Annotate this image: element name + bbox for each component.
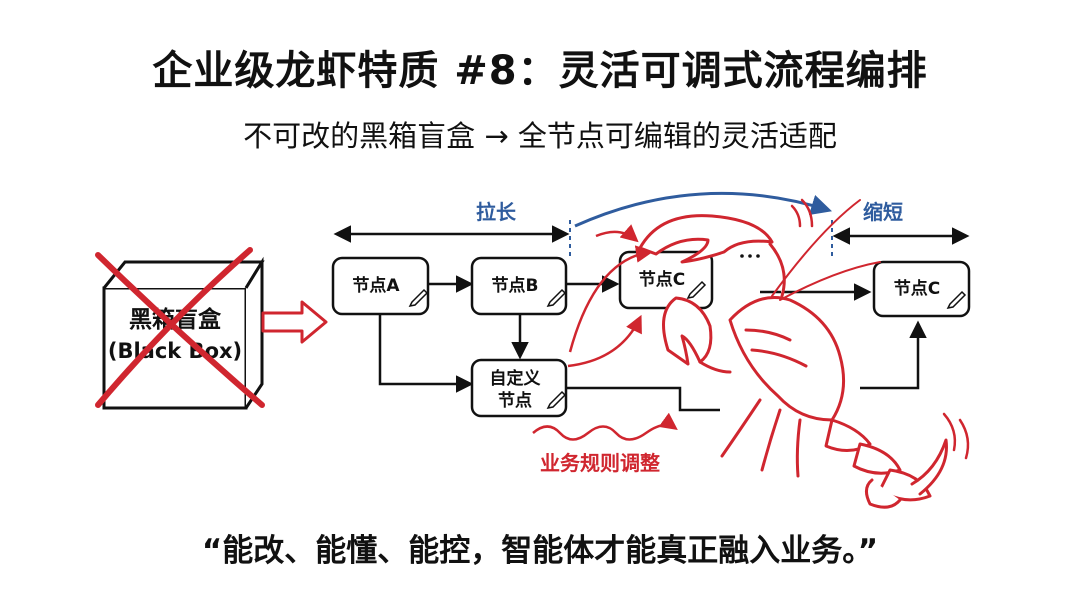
black-box-label-en: (Black Box) [108, 339, 242, 363]
edge-a-custom [378, 314, 474, 393]
node-b-label: 节点B [492, 275, 539, 296]
node-c-short-label: 节点C [894, 278, 940, 299]
edge-custom-merge [566, 386, 720, 412]
node-a-label: 节点A [352, 275, 400, 296]
closing-quote: “能改、能懂、能控，智能体才能真正融入业务。” [201, 533, 879, 569]
page-title: 企业级龙虾特质 #8：灵活可调式流程编排 [152, 48, 928, 94]
rule-arrow-top [595, 224, 639, 243]
node-custom[interactable]: 自定义 节点 [470, 358, 568, 418]
edit-pencil-icon[interactable] [686, 280, 707, 300]
reorder-arc-arrow [574, 191, 833, 228]
rule-arrow-up [568, 245, 654, 353]
edge-merge-to-c-short [860, 320, 927, 390]
edit-pencil-icon[interactable] [546, 288, 567, 308]
edit-pencil-icon[interactable] [408, 288, 429, 308]
node-custom-label-2: 节点 [498, 390, 532, 411]
page-subtitle: 不可改的黑箱盲盒 → 全节点可编辑的灵活适配 [243, 119, 837, 153]
node-c-short[interactable]: 节点C [872, 260, 971, 318]
transform-arrow-icon [261, 300, 328, 344]
rule-wave-arrow [532, 412, 678, 441]
edit-pencil-icon[interactable] [546, 390, 567, 410]
shorten-label: 缩短 [863, 200, 903, 224]
node-c-label: 节点C [639, 269, 685, 290]
node-a[interactable]: 节点A [331, 256, 430, 316]
business-rules-label: 业务规则调整 [540, 451, 660, 475]
rule-arrow-mid [567, 314, 642, 368]
cross-out-mark [95, 247, 265, 408]
lobster-icon [638, 198, 970, 509]
node-custom-label-1: 自定义 [490, 368, 541, 389]
edit-pencil-icon[interactable] [946, 290, 967, 310]
node-b[interactable]: 节点B [470, 256, 568, 316]
stretch-label: 拉长 [476, 200, 517, 224]
